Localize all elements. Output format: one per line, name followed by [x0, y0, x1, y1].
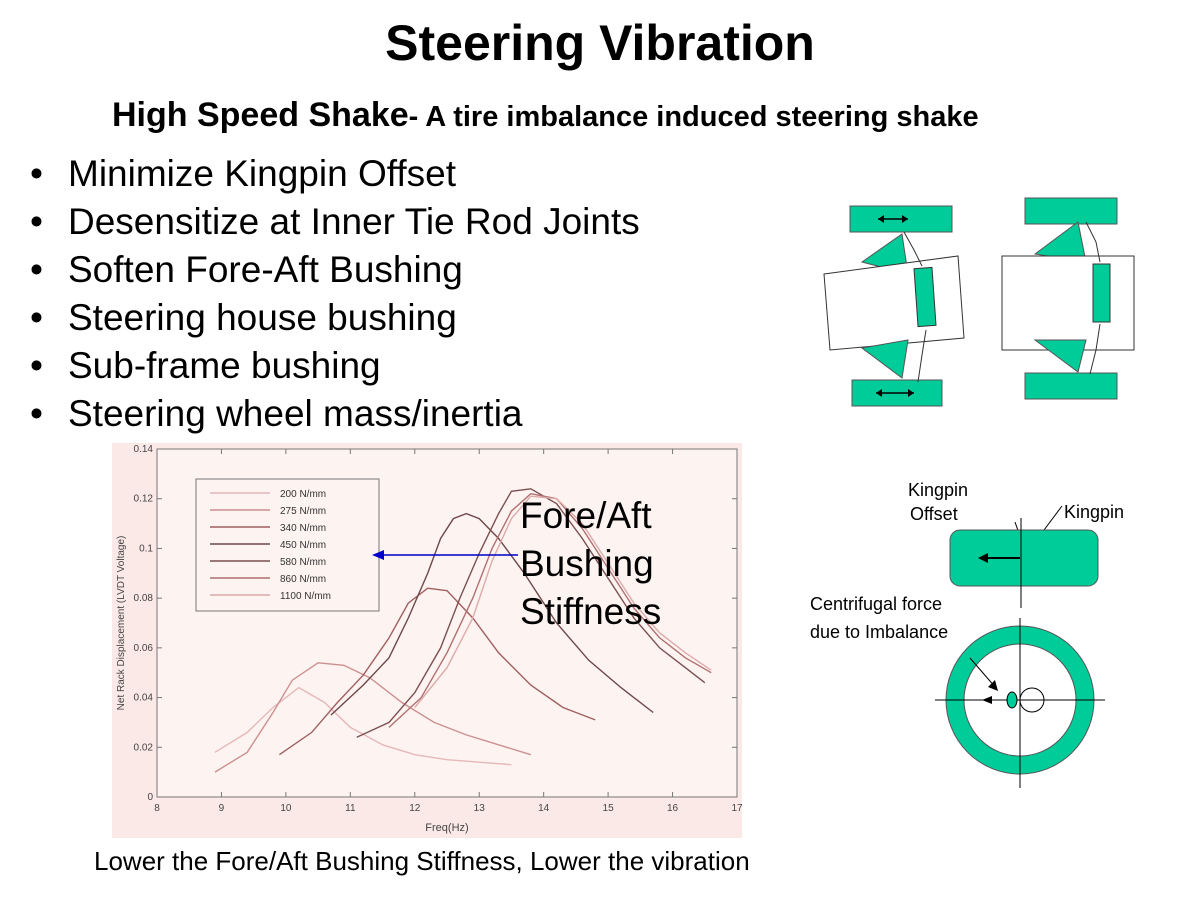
bullet-dot: • — [30, 249, 43, 290]
series-line — [356, 488, 706, 738]
bullet-item: • Steering house bushing — [30, 294, 640, 342]
series-line — [388, 492, 712, 728]
bullet-item: • Desensitize at Inner Tie Rod Joints — [30, 198, 640, 246]
bullet-dot: • — [30, 153, 43, 194]
x-tick-label: 10 — [280, 803, 292, 814]
x-tick-label: 11 — [345, 803, 356, 814]
x-tick-label: 12 — [409, 803, 421, 814]
slide-subtitle: High Speed Shake- A tire imbalance induc… — [112, 96, 979, 135]
suspension-top-view-diagram — [823, 197, 1135, 407]
annotation-line: Stiffness — [520, 591, 662, 632]
plot-area — [156, 448, 738, 798]
y-tick-label: 0.14 — [134, 444, 154, 455]
series-line — [214, 662, 532, 773]
bullet-dot: • — [30, 393, 43, 434]
legend-label: 340 N/mm — [280, 523, 326, 534]
legend-label: 580 N/mm — [280, 557, 326, 568]
legend-label: 450 N/mm — [280, 540, 326, 551]
chart-svg: 0 0.02 0.04 0.06 0.08 0.1 0.12 0.14 8 9 10 11 12 13 1… — [116, 444, 743, 834]
subtitle-rest: - A tire imbalance induced steering shak… — [408, 101, 979, 133]
bullet-dot: • — [30, 345, 43, 386]
control-arm-bottom — [860, 339, 909, 379]
bullet-item: • Steering wheel mass/inertia — [30, 390, 640, 438]
centrifugal-label: Centrifugal force — [810, 594, 942, 614]
bullet-list: • Minimize Kingpin Offset • Desensitize at… — [30, 150, 640, 438]
steering-rack-right — [1092, 263, 1111, 323]
bullet-text: Sub-frame bushing — [68, 345, 381, 386]
y-tick-label: 0.02 — [134, 742, 154, 753]
centrifugal-label-2: due to Imbalance — [810, 622, 948, 642]
series-line — [330, 512, 654, 716]
subtitle-main: High Speed Shake — [112, 96, 409, 134]
y-tick-label: 0.04 — [134, 693, 154, 704]
y-axis-label: Net Rack Displacement (LVDT Voltage) — [116, 536, 127, 711]
bullet-text: Steering house bushing — [68, 297, 457, 338]
y-tick-label: 0.08 — [134, 593, 154, 604]
kingpin-offset-label: Kingpin — [908, 480, 968, 500]
slide-title: Steering Vibration — [385, 15, 815, 71]
annotation-arrow — [372, 550, 518, 560]
x-tick-label: 17 — [731, 803, 742, 814]
legend-label: 1100 N/mm — [280, 591, 331, 602]
series-line — [279, 587, 596, 756]
kingpin-offset-label-2: Offset — [910, 504, 958, 524]
x-tick-label: 15 — [603, 803, 615, 814]
wheel-bottom-right — [1024, 372, 1118, 400]
bullet-item: • Minimize Kingpin Offset — [30, 150, 640, 198]
annotation-line: Fore/Aft — [520, 495, 652, 536]
stiffness-annotation: Fore/Aft Bushing Stiffness — [520, 492, 661, 636]
kingpin-imbalance-diagram: Kingpin Offset Kingpin Centrifugal force… — [810, 480, 1124, 788]
subframe-turned — [823, 255, 965, 351]
bullet-dot: • — [30, 297, 43, 338]
x-tick-label: 9 — [219, 803, 225, 814]
frequency-response-chart: 0 0.02 0.04 0.06 0.08 0.1 0.12 0.14 8 9 10 11 12 13 1… — [112, 443, 743, 838]
y-tick-label: 0.12 — [134, 494, 154, 505]
bullet-text: Desensitize at Inner Tie Rod Joints — [68, 201, 640, 242]
series-line — [414, 495, 712, 708]
subframe-straight — [1001, 255, 1135, 351]
imbalance-mass — [1006, 691, 1018, 709]
x-tick-label: 13 — [474, 803, 486, 814]
bullet-dot: • — [30, 201, 43, 242]
y-tick-label: 0.06 — [134, 643, 154, 654]
x-axis-label: Freq(Hz) — [425, 822, 468, 834]
steering-rack — [913, 266, 937, 328]
bullet-text: Soften Fore-Aft Bushing — [68, 249, 463, 290]
series-line — [214, 686, 512, 766]
x-tick-label: 16 — [667, 803, 679, 814]
suspension-turned — [823, 205, 965, 407]
kingpin-label: Kingpin — [1064, 502, 1124, 522]
y-tick-label: 0 — [147, 792, 153, 803]
x-tick-label: 14 — [538, 803, 550, 814]
bullet-text: Minimize Kingpin Offset — [68, 153, 456, 194]
legend-label: 860 N/mm — [280, 574, 326, 585]
wheel-top-right — [1024, 197, 1118, 225]
suspension-straight — [1001, 197, 1135, 400]
legend-label: 200 N/mm — [280, 489, 326, 500]
tire-top-view — [949, 529, 1099, 587]
control-arm-bottom-right — [1033, 339, 1087, 373]
legend-box — [195, 478, 380, 612]
x-tick-label: 8 — [154, 803, 160, 814]
legend-label: 275 N/mm — [280, 506, 326, 517]
y-tick-label: 0.1 — [139, 543, 153, 554]
caption: Lower the Fore/Aft Bushing Stiffness, Lo… — [94, 846, 750, 876]
annotation-line: Bushing — [520, 543, 654, 584]
bullet-item: • Sub-frame bushing — [30, 342, 640, 390]
bullet-item: • Soften Fore-Aft Bushing — [30, 246, 640, 294]
bullet-text: Steering wheel mass/inertia — [68, 393, 523, 434]
